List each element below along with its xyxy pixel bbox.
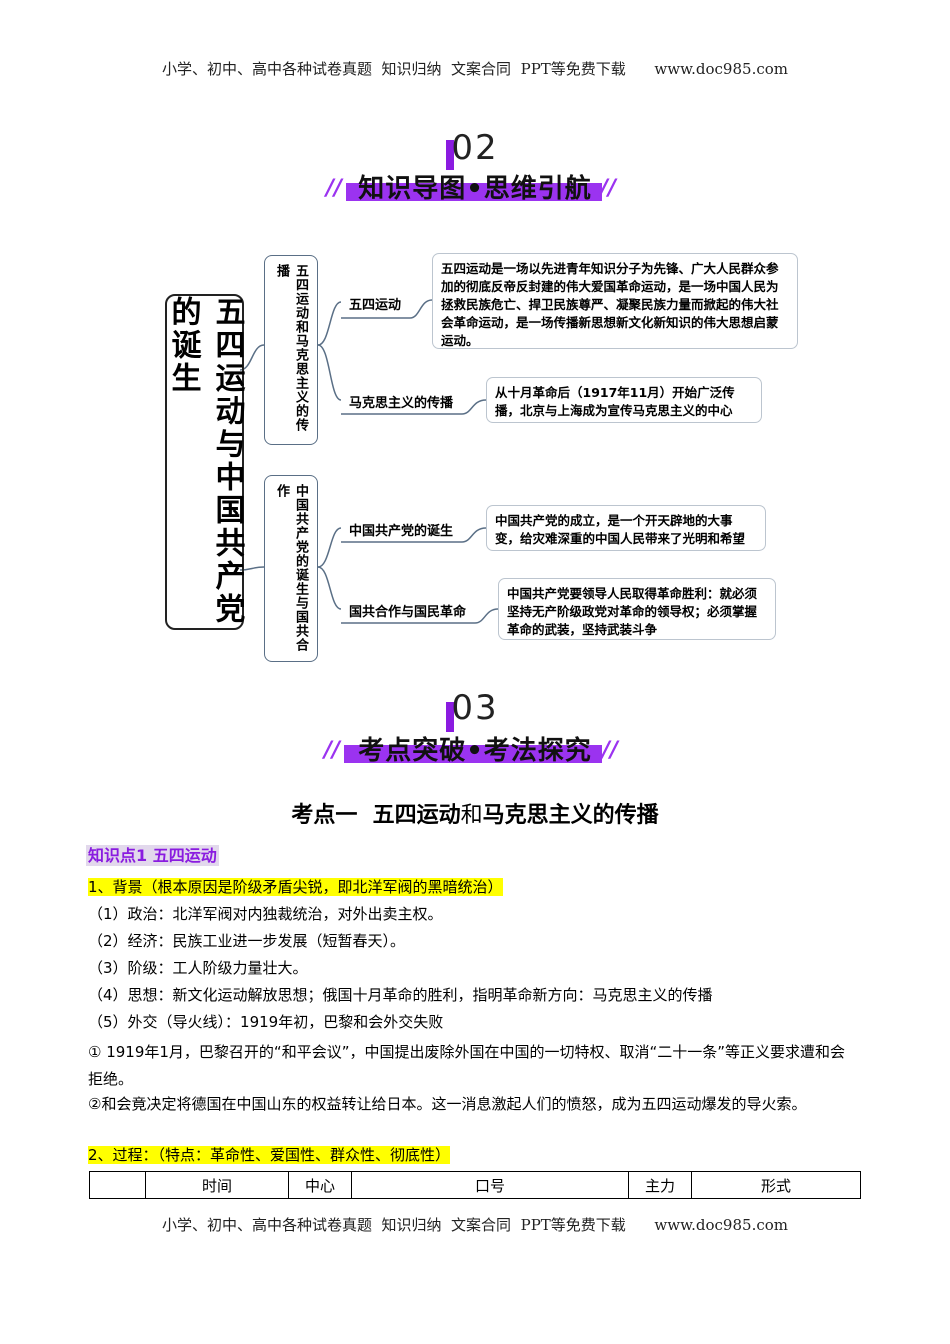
mindmap-root: 五四运动与中国共产党的诞生: [165, 294, 245, 630]
knowledge-point-label-wrap: 知识点1 五四运动: [86, 842, 219, 866]
slash-decoration-right: //: [602, 738, 619, 763]
mindmap-node-kmt-cooperation: 国共合作与国民革命: [349, 604, 467, 620]
mindmap-node-ccp-founding: 中国共产党的诞生: [349, 523, 454, 539]
mindmap-connectors: [239, 299, 499, 624]
section-title: 考点突破•考法探究: [358, 736, 592, 766]
mindmap-desc-ccp-founding: 中国共产党的成立，是一个开天辟地的大事变，给灾难深重的中国人民带来了光明和希望: [486, 505, 766, 551]
table-header-cell: 中心: [288, 1171, 352, 1199]
kaodian-heading-part-c: 马克思主义的传播: [482, 803, 659, 828]
slash-decoration-left: //: [324, 738, 341, 763]
table-header-cell: 口号: [351, 1171, 629, 1199]
background-item: （2）经济：民族工业进一步发展（短暂春天）。: [88, 932, 406, 950]
section-number: 02: [451, 128, 499, 168]
mindmap-node-may-fourth: 五四运动: [349, 297, 402, 313]
kaodian-heading: 考点一 五四运动和马克思主义的传播: [0, 797, 950, 829]
mindmap-desc-marxism: 从十月革命后（1917年11月）开始广泛传播，北京与上海成为宣传马克思主义的中心: [486, 377, 762, 423]
kaodian-heading-part-a: 考点一 五四运动: [291, 803, 461, 828]
mindmap-desc-kmt-cooperation: 中国共产党要领导人民取得革命胜利：就必须坚持无产阶级政党对革命的领导权；必须掌握…: [498, 578, 776, 640]
section-accent-bar: [446, 140, 454, 170]
mindmap-desc-may-fourth: 五四运动是一场以先进青年知识分子为先锋、广大人民群众参加的彻底反帝反封建的伟大爱…: [432, 253, 798, 349]
section-title: 知识导图•思维引航: [358, 174, 592, 204]
table-header-cell: 形式: [691, 1171, 861, 1199]
title-highlight-band: [346, 183, 602, 201]
paragraph-shandong-transfer: ②和会竟决定将德国在中国山东的权益转让给日本。这一消息激起人们的愤怒，成为五四运…: [88, 1095, 807, 1113]
slash-decoration-left: //: [326, 176, 343, 201]
process-title-wrap: 2、过程：（特点：革命性、爱国性、群众性、彻底性）: [88, 1145, 451, 1165]
paragraph-paris-conference: ① 1919年1月，巴黎召开的“和平会议”，中国提出废除外国在中国的一切特权、取…: [88, 1043, 846, 1088]
watermark-top: 小学、初中、高中各种试卷真题 知识归纳 文案合同 PPT等免费下载 www.do…: [161, 60, 788, 78]
background-item: （1）政治：北洋军阀对内独裁统治，对外出卖主权。: [88, 905, 443, 923]
background-title-wrap: 1、背景（根本原因是阶级矛盾尖锐，即北洋军阀的黑暗统治）: [88, 877, 503, 897]
title-highlight-band: [344, 745, 602, 763]
mindmap-branch-ccp-birth: 中国共产党的诞生与国共合作: [264, 475, 318, 662]
mindmap-branch-may-fourth: 五四运动和马克思主义的传播: [264, 255, 318, 445]
background-item: （4）思想：新文化运动解放思想；俄国十月革命的胜利，指明革命新方向：马克思主义的…: [88, 986, 713, 1004]
section-number: 03: [451, 688, 499, 728]
table-header-cell: [89, 1171, 146, 1199]
table-header-cell: 主力: [628, 1171, 692, 1199]
background-item: （3）阶级：工人阶级力量壮大。: [88, 959, 308, 977]
background-title: 1、背景（根本原因是阶级矛盾尖锐，即北洋军阀的黑暗统治）: [88, 878, 503, 896]
table-header-cell: 时间: [145, 1171, 289, 1199]
slash-decoration-right: //: [600, 176, 617, 201]
kaodian-heading-part-b: 和: [460, 803, 483, 828]
table-header-row: 时间 中心 口号 主力 形式: [89, 1171, 861, 1199]
process-table: 时间 中心 口号 主力 形式: [89, 1171, 861, 1199]
section-accent-bar: [446, 702, 454, 732]
process-title: 2、过程：（特点：革命性、爱国性、群众性、彻底性）: [88, 1146, 451, 1164]
background-item: （5）外交（导火线）：1919年初，巴黎和会外交失败: [88, 1013, 444, 1031]
knowledge-point-label: 知识点1 五四运动: [86, 845, 219, 866]
mindmap-node-marxism: 马克思主义的传播: [349, 395, 454, 411]
watermark-bottom: 小学、初中、高中各种试卷真题 知识归纳 文案合同 PPT等免费下载 www.do…: [161, 1216, 788, 1234]
